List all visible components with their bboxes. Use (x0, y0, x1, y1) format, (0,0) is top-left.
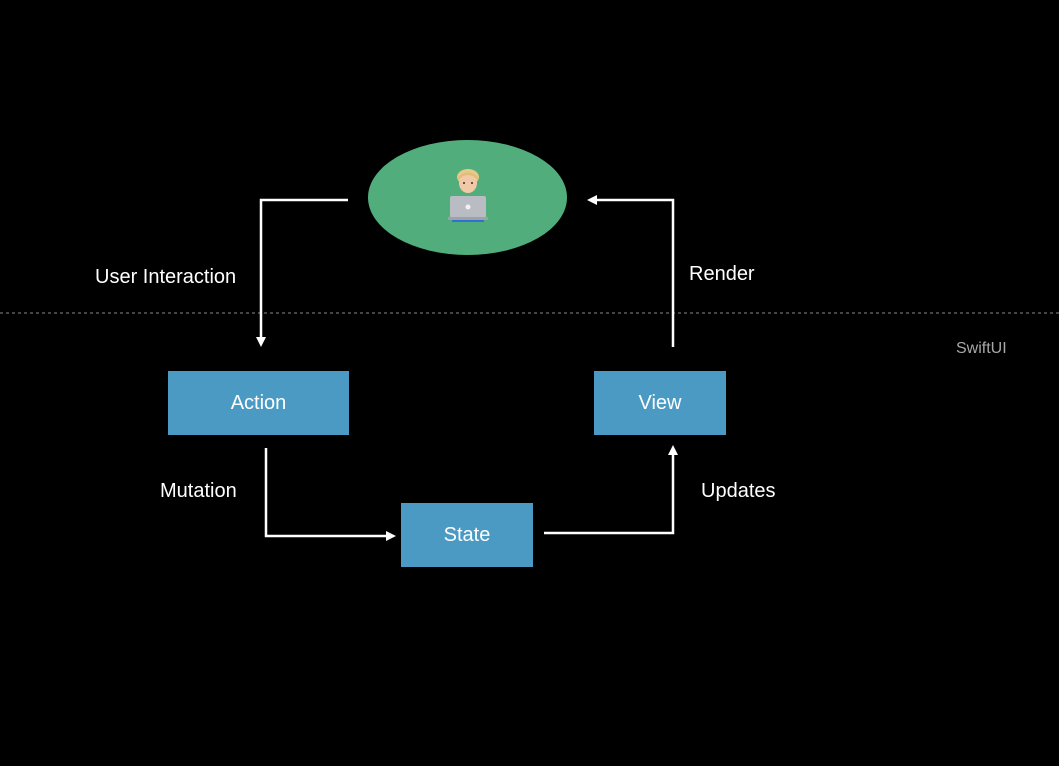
updates-label: Updates (701, 480, 776, 502)
updates-arrowhead (668, 445, 678, 455)
render-label: Render (689, 263, 755, 285)
user-interaction-label: User Interaction (95, 266, 237, 288)
action-node: Action (168, 371, 349, 435)
render-arrow (596, 198, 675, 347)
state-node: State (401, 503, 533, 567)
swiftui-section-label: SwiftUI (956, 340, 1007, 357)
mutation-arrowhead (386, 531, 396, 541)
user-interaction-arrow (259, 198, 348, 338)
developer-with-laptop-icon (448, 169, 488, 222)
render-arrowhead (587, 195, 597, 205)
view-node: View (594, 371, 726, 435)
mutation-label: Mutation (160, 480, 237, 502)
updates-arrow (544, 454, 675, 535)
mutation-arrow (264, 448, 387, 538)
user-interaction-arrowhead (256, 337, 266, 347)
